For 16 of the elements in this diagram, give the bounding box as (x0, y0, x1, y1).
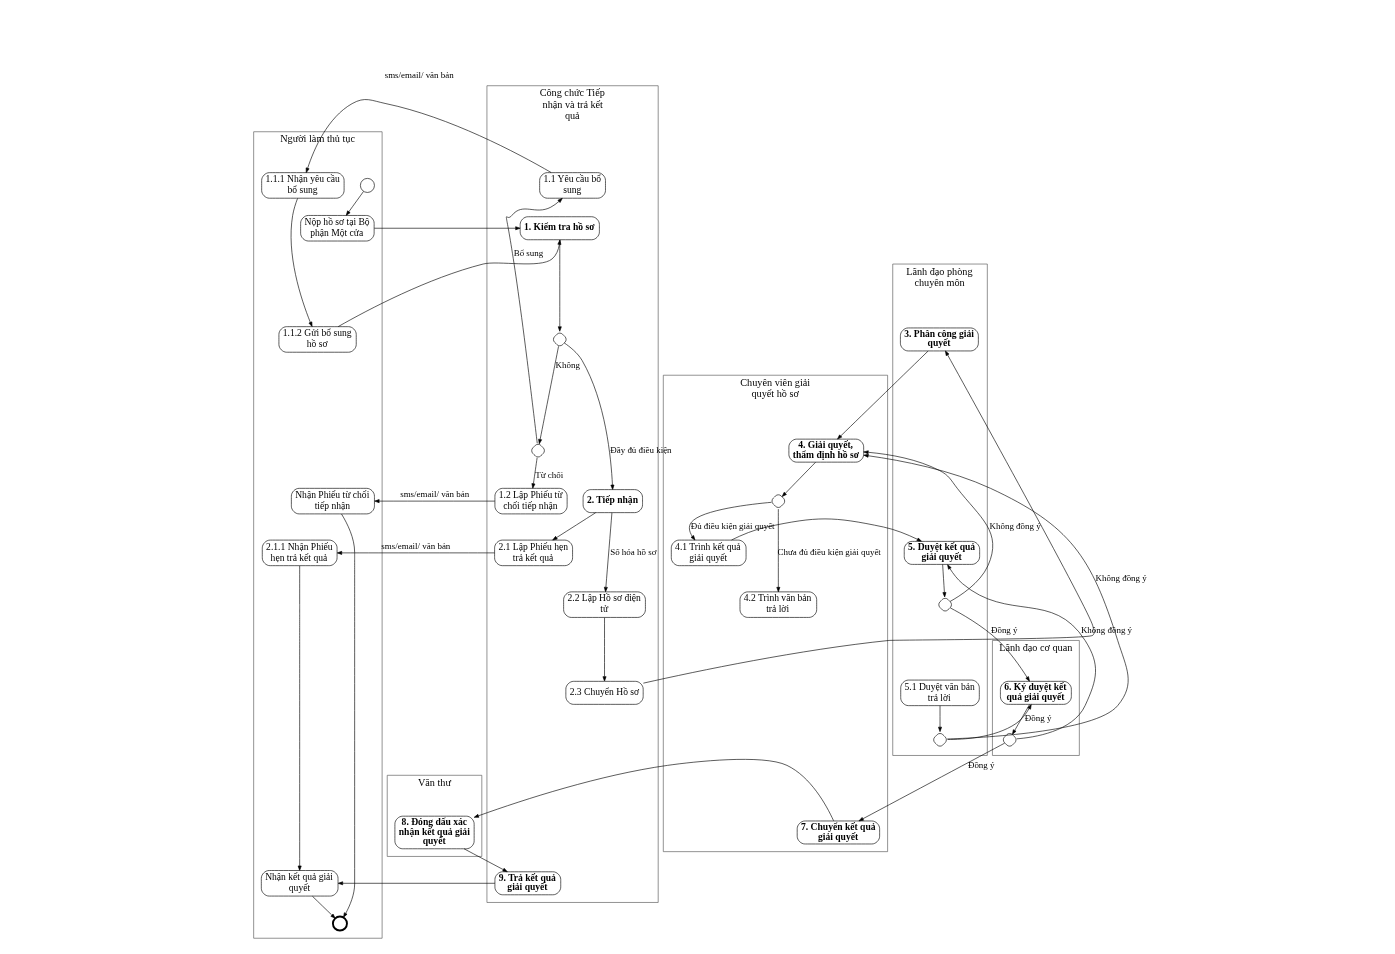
edge-label: Từ chối (535, 469, 564, 480)
edge-label: Đủ điều kiện giải quyết (690, 521, 775, 532)
edge-label: Không đồng ý (1080, 624, 1133, 635)
edge-label: Đầy đủ điều kiện (610, 445, 672, 455)
edge-label: Đồng ý (1024, 713, 1052, 724)
edge-label: sms/email/ văn bản (381, 540, 451, 551)
edge-label: Không (555, 359, 580, 370)
edge-label: Không đồng ý (1095, 573, 1147, 584)
edge-label: sms/email/ văn bản (384, 70, 454, 81)
edge-label: Đồng ý (967, 759, 995, 770)
edge-label: Số hóa hồ sơ (610, 547, 657, 558)
edge-label: Bổ sung (513, 248, 544, 259)
edge-label: Không đồng ý (989, 521, 1041, 532)
edge-label: sms/email/ văn bản (400, 488, 470, 499)
edge-label: Chưa đủ điều kiện giải quyết (777, 547, 881, 558)
edge-label: Đồng ý (990, 624, 1018, 635)
